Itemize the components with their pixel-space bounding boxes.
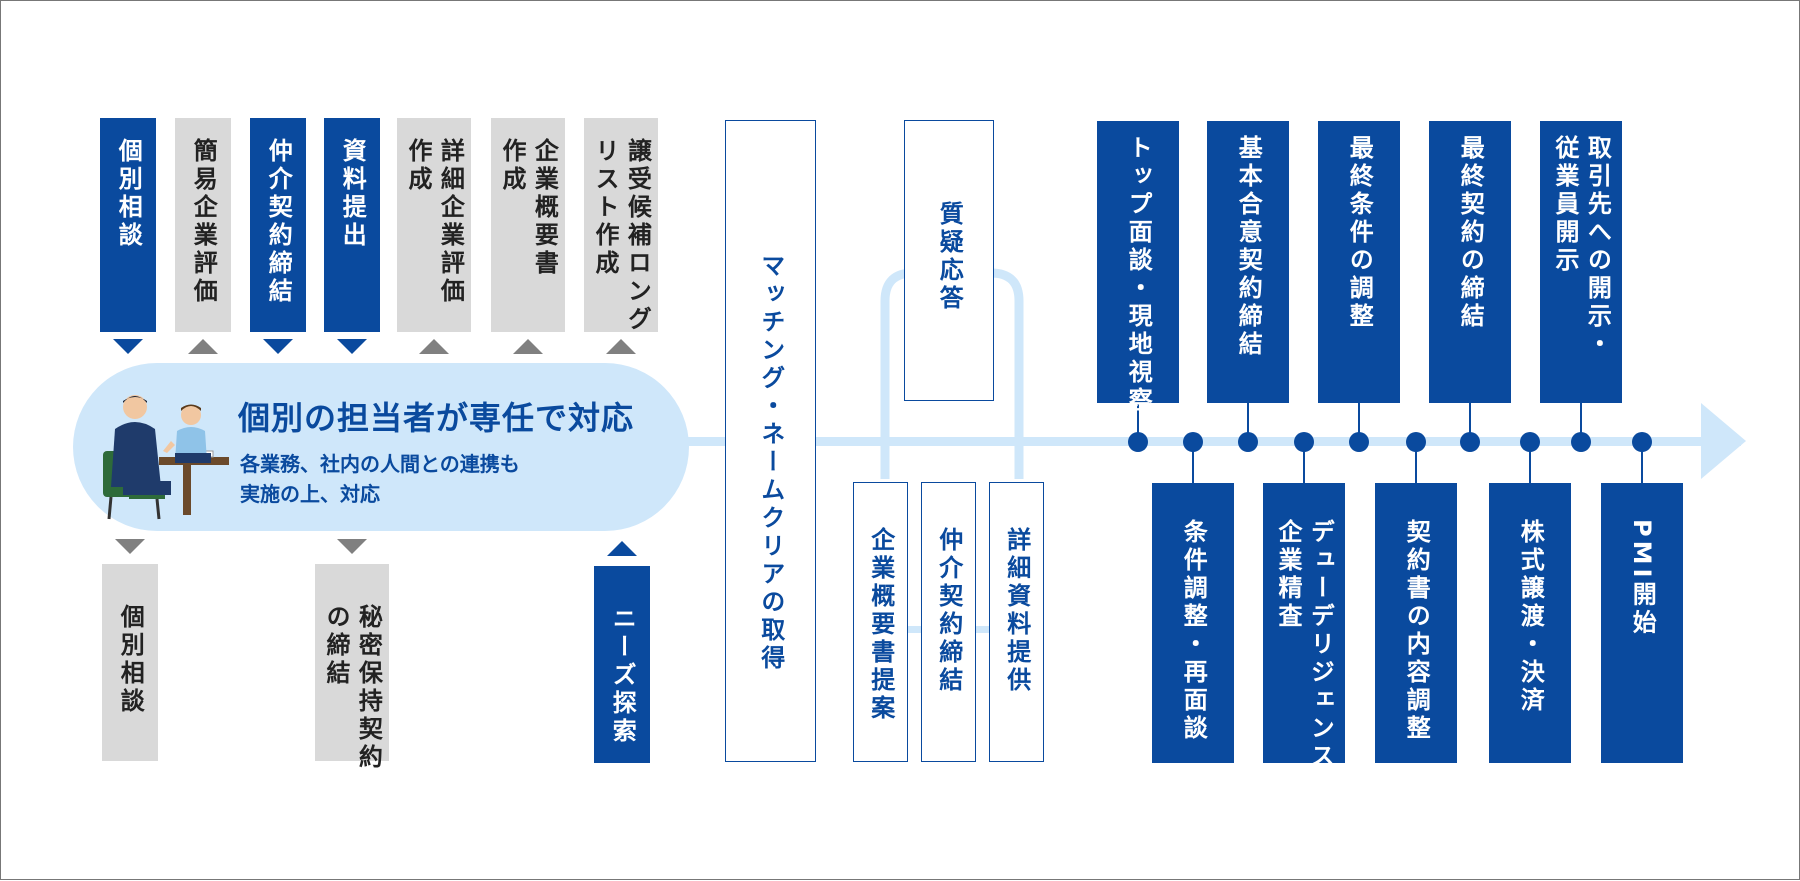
timeline-lower-2-dot — [1294, 432, 1314, 452]
bottom-step-1-arrow — [115, 539, 145, 554]
bottom-step-2-arrow — [337, 539, 367, 554]
proposal-step-2: 仲介契約締結 — [921, 482, 976, 762]
top-step-3-label: 仲介契約締結 — [264, 138, 293, 306]
consultation-people-icon — [103, 395, 229, 520]
timeline-lower-5-label: PMI開始 — [1628, 519, 1657, 638]
qa-step: 質疑応答 — [904, 120, 994, 401]
top-step-5-arrow — [419, 339, 449, 354]
main-flow-line — [681, 437, 1741, 446]
timeline-upper-2-label: 基本合意契約締結 — [1234, 135, 1263, 359]
top-step-1: 個別相談 — [100, 118, 156, 332]
proposal-connector-1 — [906, 626, 924, 633]
top-step-4-arrow — [337, 339, 367, 354]
timeline-upper-1-dot — [1128, 432, 1148, 452]
timeline-lower-3-dot — [1406, 432, 1426, 452]
timeline-upper-5-dot — [1571, 432, 1591, 452]
timeline-upper-3: 最終条件の調整 — [1318, 121, 1400, 403]
timeline-lower-1-dot — [1183, 432, 1203, 452]
bottom-step-3-label: ニーズ探索 — [608, 606, 637, 746]
bottom-step-2-label: 秘密保持契約 の締結 — [322, 604, 383, 772]
proposal-step-2-label: 仲介契約締結 — [934, 527, 963, 695]
proposal-step-3-label: 詳細資料提供 — [1002, 527, 1031, 695]
top-step-6: 企業概要書 作成 — [491, 118, 565, 332]
top-step-7: 譲受候補ロング リスト作成 — [584, 118, 658, 334]
timeline-lower-3-label: 契約書の内容調整 — [1402, 519, 1431, 743]
timeline-lower-1: 条件調整・再面談 — [1152, 483, 1234, 763]
bottom-step-2: 秘密保持契約 の締結 — [315, 564, 389, 772]
bottom-step-3-arrow — [607, 541, 637, 556]
bottom-step-3: ニーズ探索 — [594, 566, 650, 763]
timeline-upper-4-dot — [1460, 432, 1480, 452]
proposal-connector-2 — [974, 626, 992, 633]
proposal-step-3: 詳細資料提供 — [989, 482, 1044, 762]
top-step-1-arrow — [113, 339, 143, 354]
center-pill — [73, 363, 689, 531]
timeline-upper-1-label: トップ面談・現地視察 — [1124, 135, 1153, 415]
timeline-upper-5-label: 取引先への開示・ 従業員開示 — [1551, 135, 1612, 359]
top-step-4-label: 資料提出 — [338, 138, 367, 250]
timeline-lower-5-dot — [1632, 432, 1652, 452]
timeline-upper-5: 取引先への開示・ 従業員開示 — [1540, 121, 1622, 403]
matching-step: マッチング・ネームクリアの取得 — [725, 120, 816, 762]
matching-step-label: マッチング・ネームクリアの取得 — [756, 253, 785, 673]
top-step-6-label: 企業概要書 作成 — [498, 138, 559, 278]
top-step-3: 仲介契約締結 — [250, 118, 306, 332]
timeline-upper-3-dot — [1349, 432, 1369, 452]
top-step-1-label: 個別相談 — [114, 138, 143, 250]
flow-arrowhead — [1701, 403, 1746, 479]
timeline-lower-3: 契約書の内容調整 — [1375, 483, 1457, 763]
timeline-lower-2-label: デューデリジェンス・ 企業精査 — [1274, 519, 1335, 799]
top-step-5: 詳細企業評価 作成 — [397, 118, 471, 332]
timeline-lower-2: デューデリジェンス・ 企業精査 — [1263, 483, 1345, 799]
top-step-2-arrow — [188, 339, 218, 354]
timeline-lower-4: 株式譲渡・決済 — [1489, 483, 1571, 763]
proposal-step-1: 企業概要書提案 — [853, 482, 908, 762]
top-step-7-label: 譲受候補ロング リスト作成 — [591, 138, 652, 334]
center-description: 各業務、社内の人間との連携も 実施の上、対応 — [240, 452, 520, 506]
qa-step-label: 質疑応答 — [935, 201, 964, 313]
top-step-2-label: 簡易企業評価 — [189, 138, 218, 306]
timeline-upper-1: トップ面談・現地視察 — [1097, 121, 1179, 415]
center-title: 個別の担当者が専任で対応 — [238, 399, 635, 437]
timeline-lower-5: PMI開始 — [1601, 483, 1683, 763]
bottom-step-1: 個別相談 — [102, 564, 158, 761]
timeline-lower-4-label: 株式譲渡・決済 — [1516, 519, 1545, 715]
top-step-6-arrow — [513, 339, 543, 354]
timeline-lower-1-label: 条件調整・再面談 — [1179, 519, 1208, 743]
top-step-5-label: 詳細企業評価 作成 — [404, 138, 465, 306]
top-step-2: 簡易企業評価 — [175, 118, 231, 332]
timeline-lower-4-dot — [1520, 432, 1540, 452]
timeline-upper-2-dot — [1238, 432, 1258, 452]
timeline-upper-2: 基本合意契約締結 — [1207, 121, 1289, 403]
timeline-upper-4: 最終契約の締結 — [1429, 121, 1511, 403]
top-step-7-arrow — [606, 339, 636, 354]
timeline-upper-3-label: 最終条件の調整 — [1345, 135, 1374, 331]
proposal-step-1-label: 企業概要書提案 — [866, 527, 895, 723]
timeline-upper-4-label: 最終契約の締結 — [1456, 135, 1485, 331]
top-step-4: 資料提出 — [324, 118, 380, 332]
bottom-step-1-label: 個別相談 — [116, 604, 145, 716]
top-step-3-arrow — [263, 339, 293, 354]
